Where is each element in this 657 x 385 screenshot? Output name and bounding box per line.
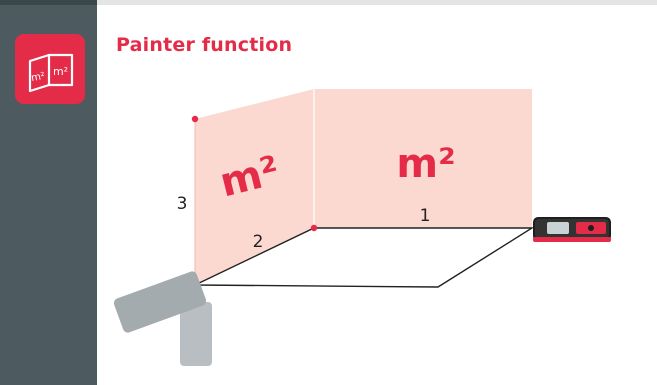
right-wall-unit: m² xyxy=(396,141,455,187)
height-label: 3 xyxy=(177,194,188,214)
laser-distance-meter-icon xyxy=(533,217,611,242)
left-wall xyxy=(195,89,314,285)
depth-label: 2 xyxy=(253,232,264,252)
sidebar-top-strip xyxy=(0,0,97,5)
page-title: Painter function xyxy=(116,34,293,56)
right-wall xyxy=(314,89,532,228)
painter-function-icon-graphic: m² m² xyxy=(28,53,74,93)
measure-point-top xyxy=(191,115,199,123)
icon-right-unit: m² xyxy=(53,65,68,78)
width-label: 1 xyxy=(420,206,431,226)
top-divider xyxy=(0,0,657,5)
measure-point-corner xyxy=(310,224,318,232)
hand-icon xyxy=(113,271,212,366)
icon-left-unit: m² xyxy=(30,71,45,84)
painter-illustration: m² m² 3 2 1 xyxy=(100,80,657,385)
painter-function-icon: m² m² xyxy=(15,34,85,104)
sidebar: m² m² xyxy=(0,0,97,385)
floor-outline xyxy=(194,227,535,288)
